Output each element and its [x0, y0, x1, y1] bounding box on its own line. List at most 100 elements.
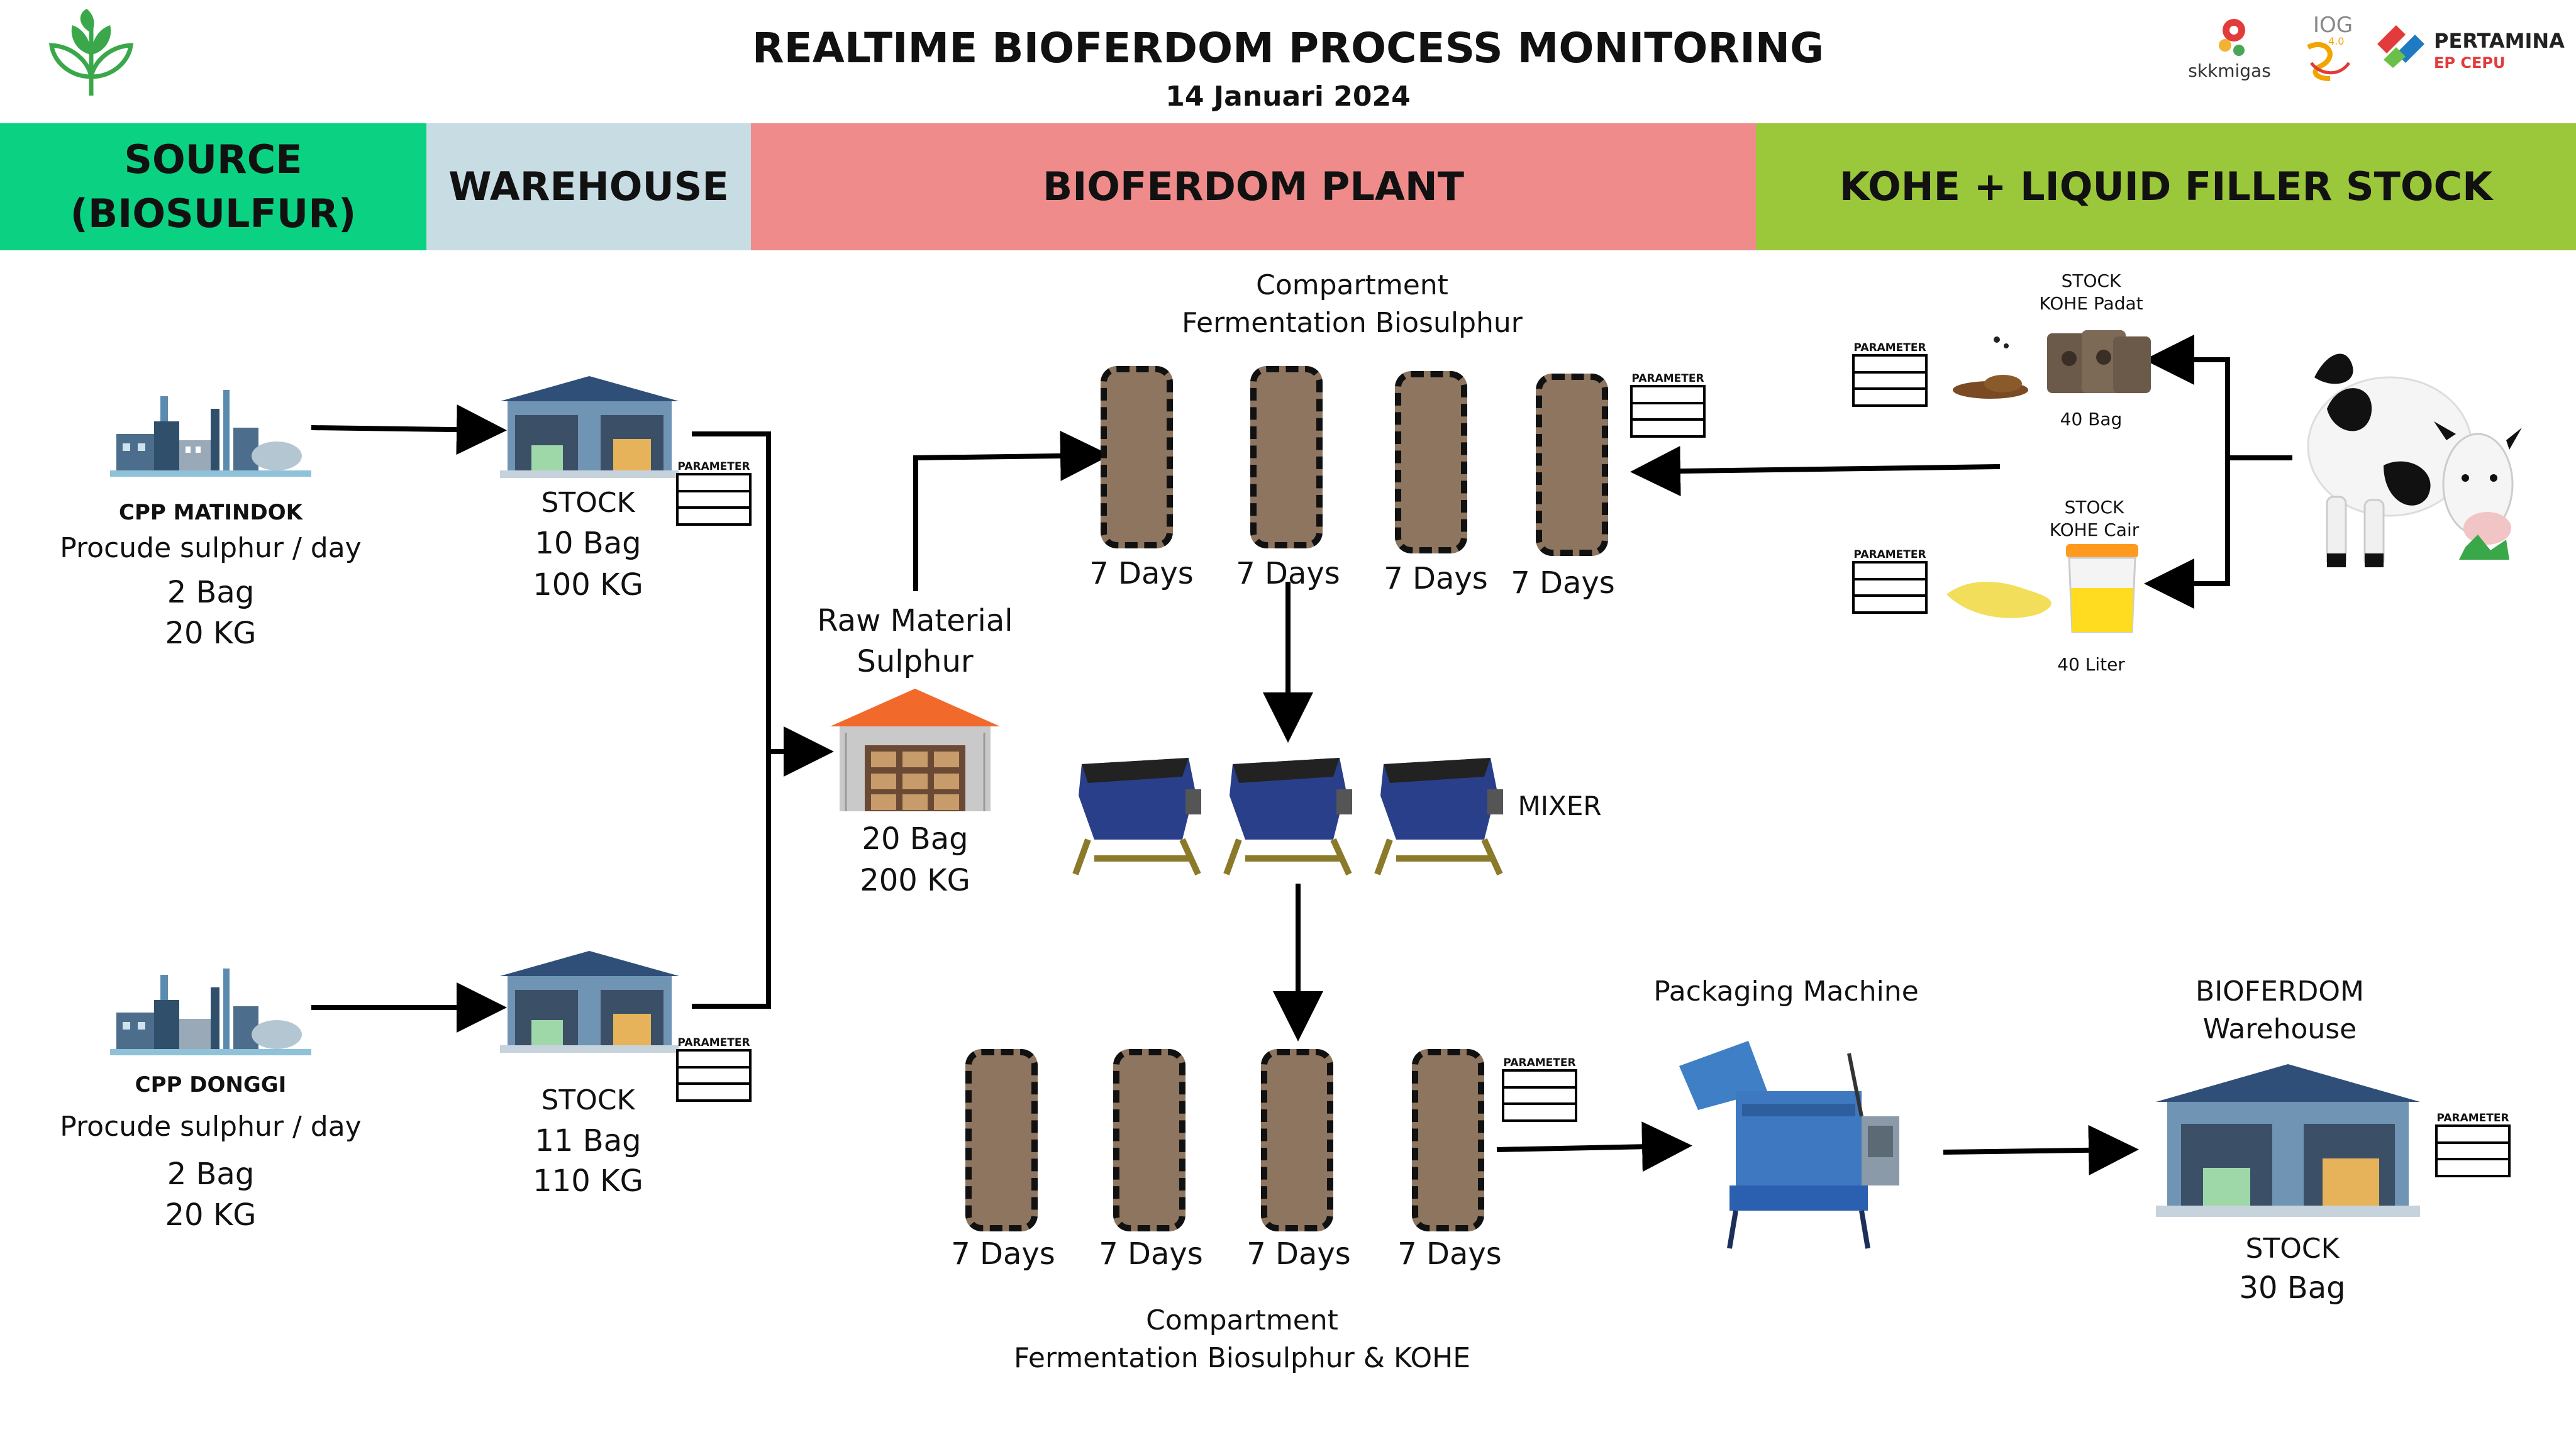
mixer-machine-icon [1374, 758, 1503, 876]
section-warehouse: WAREHOUSE [426, 123, 751, 250]
kohe-padat-parameter: PARAMETER [1852, 341, 1928, 409]
cpp-matindok-name: CPP MATINDOK [119, 500, 303, 525]
kohe-padat-line1: STOCK [2061, 270, 2121, 291]
arrow-warehouses-raw [692, 431, 771, 1009]
section-source-line1: SOURCE [124, 136, 303, 182]
section-plant: BIOFERDOM PLANT [751, 123, 1756, 250]
compartment-bottom-4 [1412, 1049, 1484, 1231]
arrow-compartment-packaging [1496, 1121, 1692, 1172]
kohe-cair-value: 40 Liter [2057, 654, 2125, 675]
iog-text: IOG [2313, 13, 2353, 38]
parameter-table-icon [1502, 1069, 1577, 1122]
parameter-label: PARAMETER [2436, 1112, 2509, 1124]
arrow-matindok-warehouse [311, 404, 507, 455]
parameter-table-icon [1852, 561, 1928, 614]
parameter-table-icon [1630, 385, 1706, 438]
warehouse-1-stock-label: STOCK [541, 487, 635, 519]
cpp-donggi-desc: Procude sulphur / day [60, 1111, 362, 1143]
raw-material-line1: Raw Material [817, 603, 1013, 638]
kohe-cair-image [1946, 544, 2154, 635]
bioferdom-stock-value: 30 Bag [2239, 1270, 2346, 1306]
compartment-bottom-days-1: 7 Days [951, 1236, 1055, 1272]
parameter-label: PARAMETER [1853, 341, 1926, 354]
iog-swirl-icon [2307, 42, 2351, 81]
compartment-bottom-1 [965, 1049, 1038, 1231]
arrow-packaging-warehouse [1943, 1124, 2139, 1175]
arrow-cow-split [2144, 335, 2292, 460]
bioferdom-warehouse-line1: BIOFERDOM [2196, 975, 2364, 1008]
bioferdom-warehouse-building [2156, 1064, 2420, 1221]
factory-icon [110, 390, 311, 477]
compartment-bottom-days-3: 7 Days [1246, 1236, 1351, 1272]
warehouse-1-kg: 100 KG [533, 567, 643, 602]
parameter-label: PARAMETER [1503, 1057, 1576, 1069]
compartment-bottom-3 [1261, 1049, 1333, 1231]
cpp-donggi-bag: 2 Bag [167, 1157, 255, 1192]
skkmigas-logo: skkmigas [2176, 13, 2283, 82]
kohe-cair-line1: STOCK [2064, 497, 2124, 518]
raw-material-line2: Sulphur [857, 644, 974, 679]
cpp-matindok-kg: 20 KG [165, 616, 257, 651]
compartment-top-3 [1395, 371, 1467, 553]
kohe-padat-line2: KOHE Padat [2039, 293, 2143, 314]
parameter-label: PARAMETER [677, 1036, 750, 1049]
cpp-donggi-kg: 20 KG [165, 1197, 257, 1233]
warehouse-2-kg: 110 KG [533, 1163, 643, 1199]
iog-logo: IOG 4.0 [2296, 13, 2365, 82]
parameter-label: PARAMETER [1853, 548, 1926, 561]
kohe-cair-line2: KOHE Cair [2049, 519, 2140, 540]
compartment-bottom-days-4: 7 Days [1397, 1236, 1502, 1272]
app-logo [44, 8, 138, 102]
cpp-donggi-name: CPP DONGGI [135, 1072, 287, 1097]
compartment-bottom-parameter: PARAMETER [1502, 1057, 1577, 1124]
warehouse-1-parameter: PARAMETER [676, 460, 752, 528]
compartment-top-1 [1101, 366, 1173, 548]
manure-bags-icon [1953, 330, 2151, 399]
pertamina-text: PERTAMINA [2434, 29, 2565, 53]
cow-image [2289, 340, 2528, 579]
compartment-bottom-line2: Fermentation Biosulphur & KOHE [1014, 1342, 1470, 1374]
page-title: REALTIME BIOFERDOM PROCESS MONITORING [752, 24, 1824, 72]
liquid-container-icon [1946, 544, 2138, 633]
bioferdom-warehouse-parameter: PARAMETER [2435, 1112, 2511, 1180]
warehouse-2-bag: 11 Bag [535, 1123, 641, 1158]
iog-subtext: 4.0 [2328, 35, 2345, 47]
cpp-donggi-factory [110, 962, 311, 1057]
packaging-machine [1673, 1041, 1924, 1255]
raw-material-bag: 20 Bag [862, 821, 969, 857]
compartment-top-4 [1536, 374, 1608, 556]
kohe-cair-parameter: PARAMETER [1852, 548, 1928, 616]
cpp-matindok-bag: 2 Bag [167, 575, 255, 610]
report-date: 14 Januari 2024 [1165, 80, 1411, 113]
raw-material-kg: 200 KG [860, 863, 970, 898]
parameter-table-icon [2435, 1124, 2511, 1177]
compartment-top-parameter: PARAMETER [1630, 372, 1706, 440]
mixer-label: MIXER [1518, 791, 1602, 821]
compartment-bottom-2 [1113, 1049, 1185, 1231]
section-source: SOURCE (BIOSULFUR) [0, 123, 426, 250]
kohe-padat-value: 40 Bag [2060, 409, 2123, 430]
mixer-machine-icon [1223, 758, 1352, 876]
pertamina-logo: PERTAMINA EP CEPU [2371, 19, 2565, 75]
warehouse-1 [500, 376, 679, 480]
warehouse-2-parameter: PARAMETER [676, 1036, 752, 1104]
parameter-label: PARAMETER [677, 460, 750, 473]
warehouse-icon [500, 376, 679, 478]
factory-icon [110, 969, 311, 1055]
cpp-matindok-desc: Procude sulphur / day [60, 532, 362, 564]
kohe-padat-image [1953, 321, 2154, 402]
warehouse-icon [2156, 1064, 2420, 1217]
cpp-matindok-factory [110, 384, 311, 478]
pertamina-subtext: EP CEPU [2434, 54, 2506, 72]
mixer-group [1069, 752, 1509, 877]
warehouse-2 [500, 951, 679, 1055]
compartment-top-days-1: 7 Days [1089, 556, 1194, 591]
bioferdom-warehouse-line2: Warehouse [2202, 1013, 2357, 1045]
bioferdom-stock-label: STOCK [2245, 1233, 2340, 1265]
parameter-table-icon [1852, 354, 1928, 407]
section-source-line2: (BIOSULFUR) [70, 191, 357, 236]
compartment-top-line1: Compartment [1256, 269, 1448, 301]
arrow-kohe-compartment [1630, 446, 2001, 497]
skkmigas-mark-icon [2219, 19, 2245, 56]
